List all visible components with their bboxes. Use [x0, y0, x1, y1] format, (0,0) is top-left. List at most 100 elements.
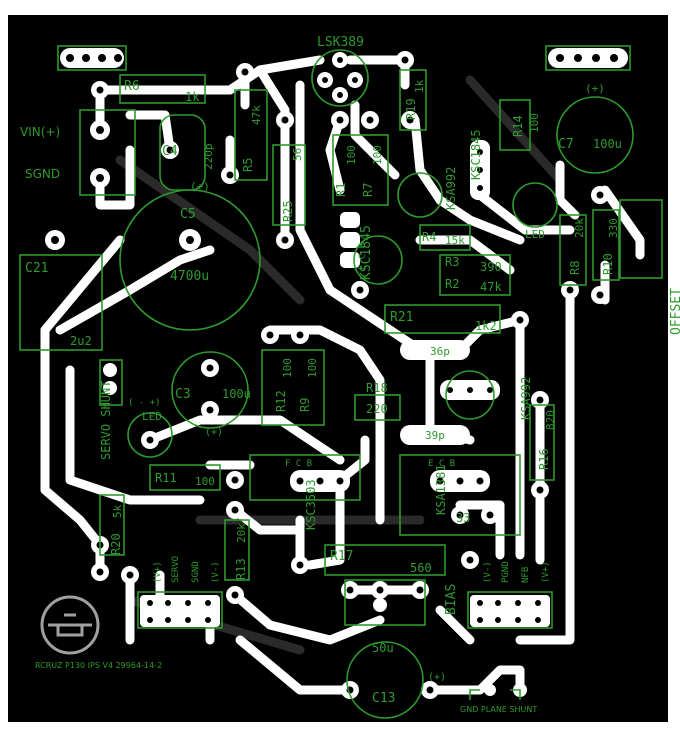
bias-trimmer-outline [344, 579, 426, 626]
label-hdr-left-2: SERVO [171, 556, 181, 583]
label-led2: LED [142, 410, 162, 423]
r1-r7-outline [332, 134, 389, 206]
label-c7: C7 [558, 137, 574, 152]
label-ecb2: E C B [428, 459, 455, 469]
label-r6: R6 [124, 79, 140, 94]
transistor-pads [290, 140, 500, 492]
label-hdr-left-1: (V+) [153, 561, 163, 583]
logo-icon [40, 595, 100, 655]
label-r4-value: 15k [445, 234, 465, 247]
label-r18: R18 [366, 381, 388, 395]
label-r18-value: 220 [366, 402, 388, 416]
label-r12: R12 [274, 390, 288, 412]
label-servo-shunt: SERVO SHUNT [99, 381, 113, 460]
label-ksa992b: KSA992 [519, 377, 533, 420]
label-offset: OFFSET [669, 288, 680, 335]
label-r7: R7 [361, 183, 375, 197]
label-r21-value: 1k2 [475, 319, 497, 333]
label-r8-value: 20k [573, 218, 586, 238]
label-c5-value: 4700u [170, 269, 209, 284]
label-r1: R1 [334, 183, 348, 197]
label-c3-value: 100u [222, 387, 251, 401]
label-ksc1845b: KSC1845 [359, 225, 374, 280]
label-r4: R4 [422, 230, 436, 244]
r11-outline [149, 464, 221, 491]
label-lsk389: LSK389 [317, 35, 364, 50]
label-c21-value: 2u2 [70, 334, 92, 348]
label-r25: R25 [281, 200, 295, 222]
label-r10: R10 [601, 253, 615, 275]
label-r13-value: 20k [235, 523, 248, 543]
label-r21: R21 [390, 310, 413, 325]
label-hdr-right-3: NFB [521, 567, 531, 583]
offset-trimmer-outline [619, 199, 663, 279]
label-c36: 36p [430, 345, 450, 358]
r20-outline [99, 494, 125, 556]
label-r16: R16 [537, 448, 551, 470]
label-r5: R5 [241, 158, 255, 172]
c13-outline [346, 641, 424, 719]
label-r5-value: 47k [250, 105, 263, 125]
label-c7-plus: (+) [585, 82, 605, 95]
label-ksc1845a: KSC1845 [469, 129, 483, 180]
label-r10-value: 330 [607, 218, 620, 238]
label-sgnd: SGND [25, 167, 60, 181]
r19-outline [399, 69, 427, 131]
r21-outline [384, 304, 501, 334]
label-vin: VIN(+) [20, 125, 60, 139]
top-left-header [60, 48, 124, 68]
led1-outline [512, 182, 558, 228]
r25-outline [272, 144, 306, 226]
label-r2-value: 47k [480, 280, 502, 294]
label-c5: C5 [180, 207, 196, 222]
label-ksa1381: KSA1381 [434, 464, 448, 515]
label-r1-value: 100 [345, 145, 358, 165]
label-ksc3503: KSC3503 [304, 479, 318, 530]
hdr-right-outline [467, 591, 553, 629]
label-r11: R11 [155, 471, 177, 485]
hdr-left-outline [137, 591, 223, 629]
ksa992b-outline [445, 370, 495, 420]
r16-outline [529, 404, 555, 481]
label-r16-value: 820 [544, 410, 557, 430]
silkscreen-labels: LSK389 R6 1k VIN(+) SGND C4 220p R5 47k … [20, 35, 680, 714]
r13-outline [224, 519, 250, 581]
label-ksa992a: KSA992 [444, 167, 458, 210]
label-c21: C21 [25, 261, 48, 276]
c21-outline [19, 254, 103, 351]
c3-outline [171, 351, 249, 429]
top-right-header-outline [545, 45, 631, 71]
label-c33: 33 [456, 511, 470, 525]
label-led2-polarity: ( - +) [128, 398, 161, 408]
label-r11-value: 100 [195, 475, 215, 488]
top-left-header-outline [57, 45, 127, 71]
label-footer: RCRUZ P130 IPS V4 29964-14-2 [35, 661, 162, 670]
label-r17-value: 560 [410, 561, 432, 575]
label-c13-plus: (+) [428, 672, 446, 683]
label-r20: R20 [109, 533, 123, 555]
label-r7-value: 100 [371, 145, 384, 165]
label-c5-plus: (+) [190, 180, 210, 193]
label-c13-value: 50u [372, 641, 394, 655]
label-r13: R13 [234, 558, 248, 580]
bottom-headers [140, 595, 550, 627]
lsk389-outline [311, 49, 369, 107]
label-r14: R14 [511, 115, 525, 137]
silkscreen-outlines [19, 45, 663, 719]
ksa992a-outline [397, 172, 443, 218]
label-ecb: E C B [358, 243, 368, 270]
gnd-shunt-outline [469, 689, 521, 700]
c7-outline [556, 96, 634, 174]
pads [45, 48, 628, 699]
label-gnd-plane-shunt: GND PLANE SHUNT [460, 705, 537, 714]
label-hdr-right-4: (V+) [541, 561, 551, 583]
label-r3-value: 390 [480, 260, 502, 274]
r17-outline [324, 544, 446, 576]
r12-r9-outline [261, 349, 325, 426]
ksc3503-outline [249, 454, 361, 501]
led2-outline [127, 412, 173, 458]
label-r9-value: 100 [306, 358, 319, 378]
label-r19: R19 [404, 98, 418, 120]
label-r19-value: 1k [413, 79, 426, 93]
c5-outline [119, 189, 261, 331]
